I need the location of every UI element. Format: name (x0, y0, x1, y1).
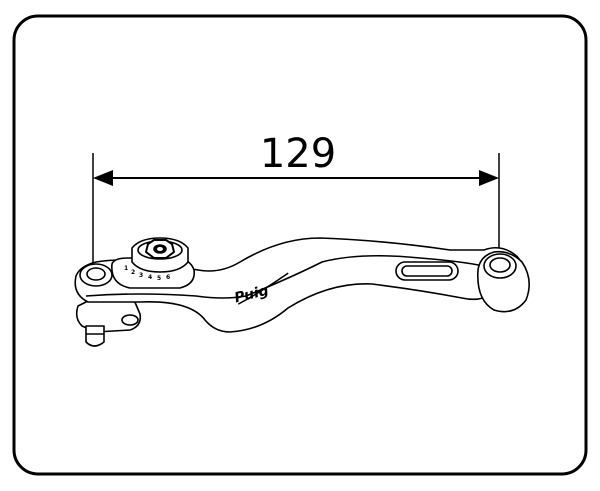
brand-swoosh (237, 272, 289, 305)
adjuster-numbers: 1 2 3 4 5 6 (124, 265, 170, 282)
dimension-arrow-right (479, 170, 499, 186)
adjuster-number: 4 (148, 274, 152, 281)
lever-slot (395, 261, 459, 281)
adjuster-number: 6 (166, 274, 170, 281)
pivot-bolt (85, 325, 105, 347)
lever-edge-line (85, 254, 493, 299)
pivot-eye-inner (86, 267, 106, 281)
dimension-value: 129 (260, 131, 336, 177)
adjuster-number: 3 (139, 272, 143, 279)
adjuster-number: 1 (124, 265, 128, 272)
dimension-arrow-left (93, 170, 113, 186)
adjuster-number: 5 (157, 275, 161, 282)
lower-tab-slot (121, 314, 139, 326)
adjuster-number: 2 (131, 269, 135, 276)
brake-lever (74, 237, 530, 347)
tip-boss-inner (489, 257, 511, 273)
